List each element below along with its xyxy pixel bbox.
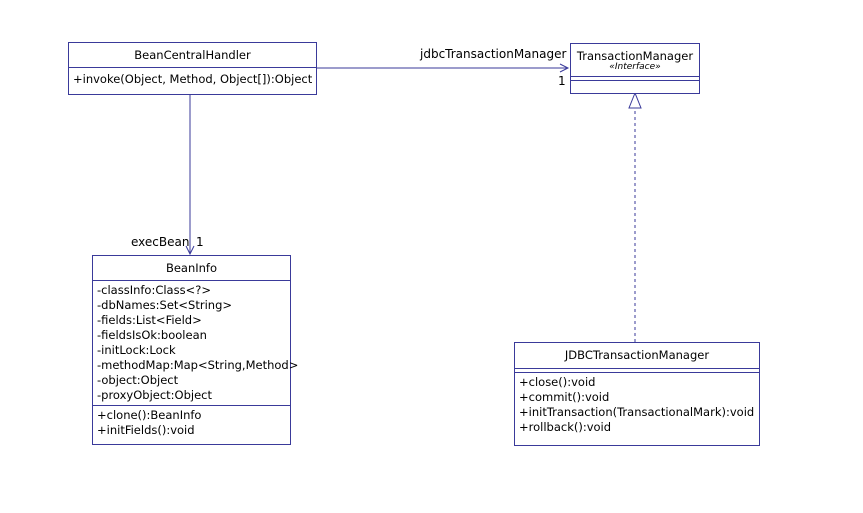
operations-compartment: +invoke(Object, Method, Object[]):Object — [69, 67, 316, 89]
attribute: -object:Object — [97, 373, 179, 387]
association-arrowhead-txmanager — [559, 63, 570, 73]
realization-triangle — [628, 91, 642, 109]
class-jdbc-transaction-manager[interactable]: JDBCTransactionManager +close():void +co… — [514, 342, 760, 446]
attribute: -classInfo:Class<?> — [97, 283, 211, 297]
attributes-compartment — [571, 76, 699, 80]
attribute: -fields:List<Field> — [97, 313, 202, 327]
role-label-exec-bean: execBean — [131, 235, 190, 249]
stereotype: «Interface» — [609, 62, 661, 72]
attribute: -initLock:Lock — [97, 343, 176, 357]
operation: +rollback():void — [519, 420, 612, 434]
class-name: JDBCTransactionManager — [564, 348, 710, 362]
class-bean-info[interactable]: BeanInfo -classInfo:Class<?> -dbNames:Se… — [92, 255, 299, 445]
class-transaction-manager[interactable]: TransactionManager «Interface» — [570, 43, 700, 94]
attribute: -proxyObject:Object — [97, 388, 212, 402]
class-name: TransactionManager — [576, 49, 694, 63]
operation: +initTransaction(TransactionalMark):void — [519, 405, 755, 419]
operation: +close():void — [519, 375, 596, 389]
multiplicity-label-beaninfo: 1 — [196, 235, 204, 249]
multiplicity-label-txmanager: 1 — [558, 74, 566, 88]
operation: +initFields():void — [97, 423, 195, 437]
attribute: -fieldsIsOk:boolean — [97, 328, 207, 342]
association-arrowhead-beaninfo — [185, 245, 195, 256]
attributes-compartment — [515, 368, 759, 372]
class-name: BeanCentralHandler — [134, 48, 251, 62]
operation: +commit():void — [519, 390, 610, 404]
attribute: -methodMap:Map<String,Method> — [97, 358, 299, 372]
attributes-compartment: -classInfo:Class<?> -dbNames:Set<String>… — [93, 280, 299, 405]
class-bean-central-handler[interactable]: BeanCentralHandler +invoke(Object, Metho… — [68, 42, 317, 95]
operation: +invoke(Object, Method, Object[]):Object — [73, 72, 313, 86]
attribute: -dbNames:Set<String> — [97, 298, 233, 312]
operations-compartment — [571, 80, 699, 83]
operations-compartment: +clone():BeanInfo +initFields():void — [93, 405, 290, 440]
class-name: BeanInfo — [165, 261, 218, 275]
operation: +clone():BeanInfo — [97, 408, 202, 422]
operations-compartment: +close():void +commit():void +initTransa… — [515, 372, 759, 437]
role-label-jdbc-transaction-manager: jdbcTransactionManager — [420, 47, 567, 61]
